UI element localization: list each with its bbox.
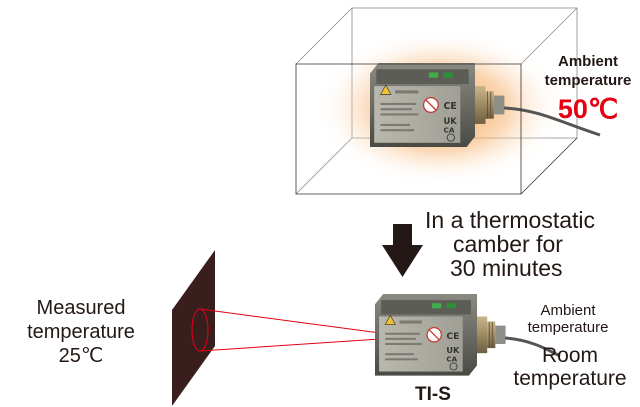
chamber-cable [503, 106, 601, 137]
ambient-top-label: Ambient temperature [533, 52, 640, 90]
chamber-note-line2: camber for [453, 231, 563, 257]
ambient-bottom-value-line1: Room [541, 344, 599, 367]
measured-line2: temperature [27, 321, 135, 343]
measured-temperature: Measured temperature 25℃ [0, 296, 162, 368]
ambient-top-value: 50℃ [557, 94, 619, 124]
ambient-top-label-line2: temperature [544, 72, 632, 89]
ambient-bottom-value-line2: temperature [513, 367, 627, 390]
ambient-bottom-label-line2: temperature [527, 319, 609, 336]
down-arrow-icon [382, 224, 423, 277]
chamber-note: In a thermostatic camber for 30 minutes [425, 208, 595, 280]
device-model: TI-S [415, 384, 451, 405]
laser-beam [191, 308, 396, 352]
ambient-top-label-line1: Ambient [558, 53, 618, 70]
measured-value: 25℃ [58, 345, 104, 367]
ambient-bottom-label: Ambient temperature [508, 302, 628, 336]
measured-line1: Measured [36, 297, 126, 319]
chamber-note-line3: 30 minutes [450, 255, 563, 281]
ambient-bottom-label-line1: Ambient [540, 302, 596, 319]
chamber-note-line1: In a thermostatic [425, 207, 596, 233]
target-plate [172, 250, 215, 406]
sensor-room [374, 293, 507, 377]
chamber-front-face [295, 63, 578, 195]
ambient-bottom-value: Room temperature [500, 344, 640, 390]
room-sensor-cable [504, 336, 561, 358]
